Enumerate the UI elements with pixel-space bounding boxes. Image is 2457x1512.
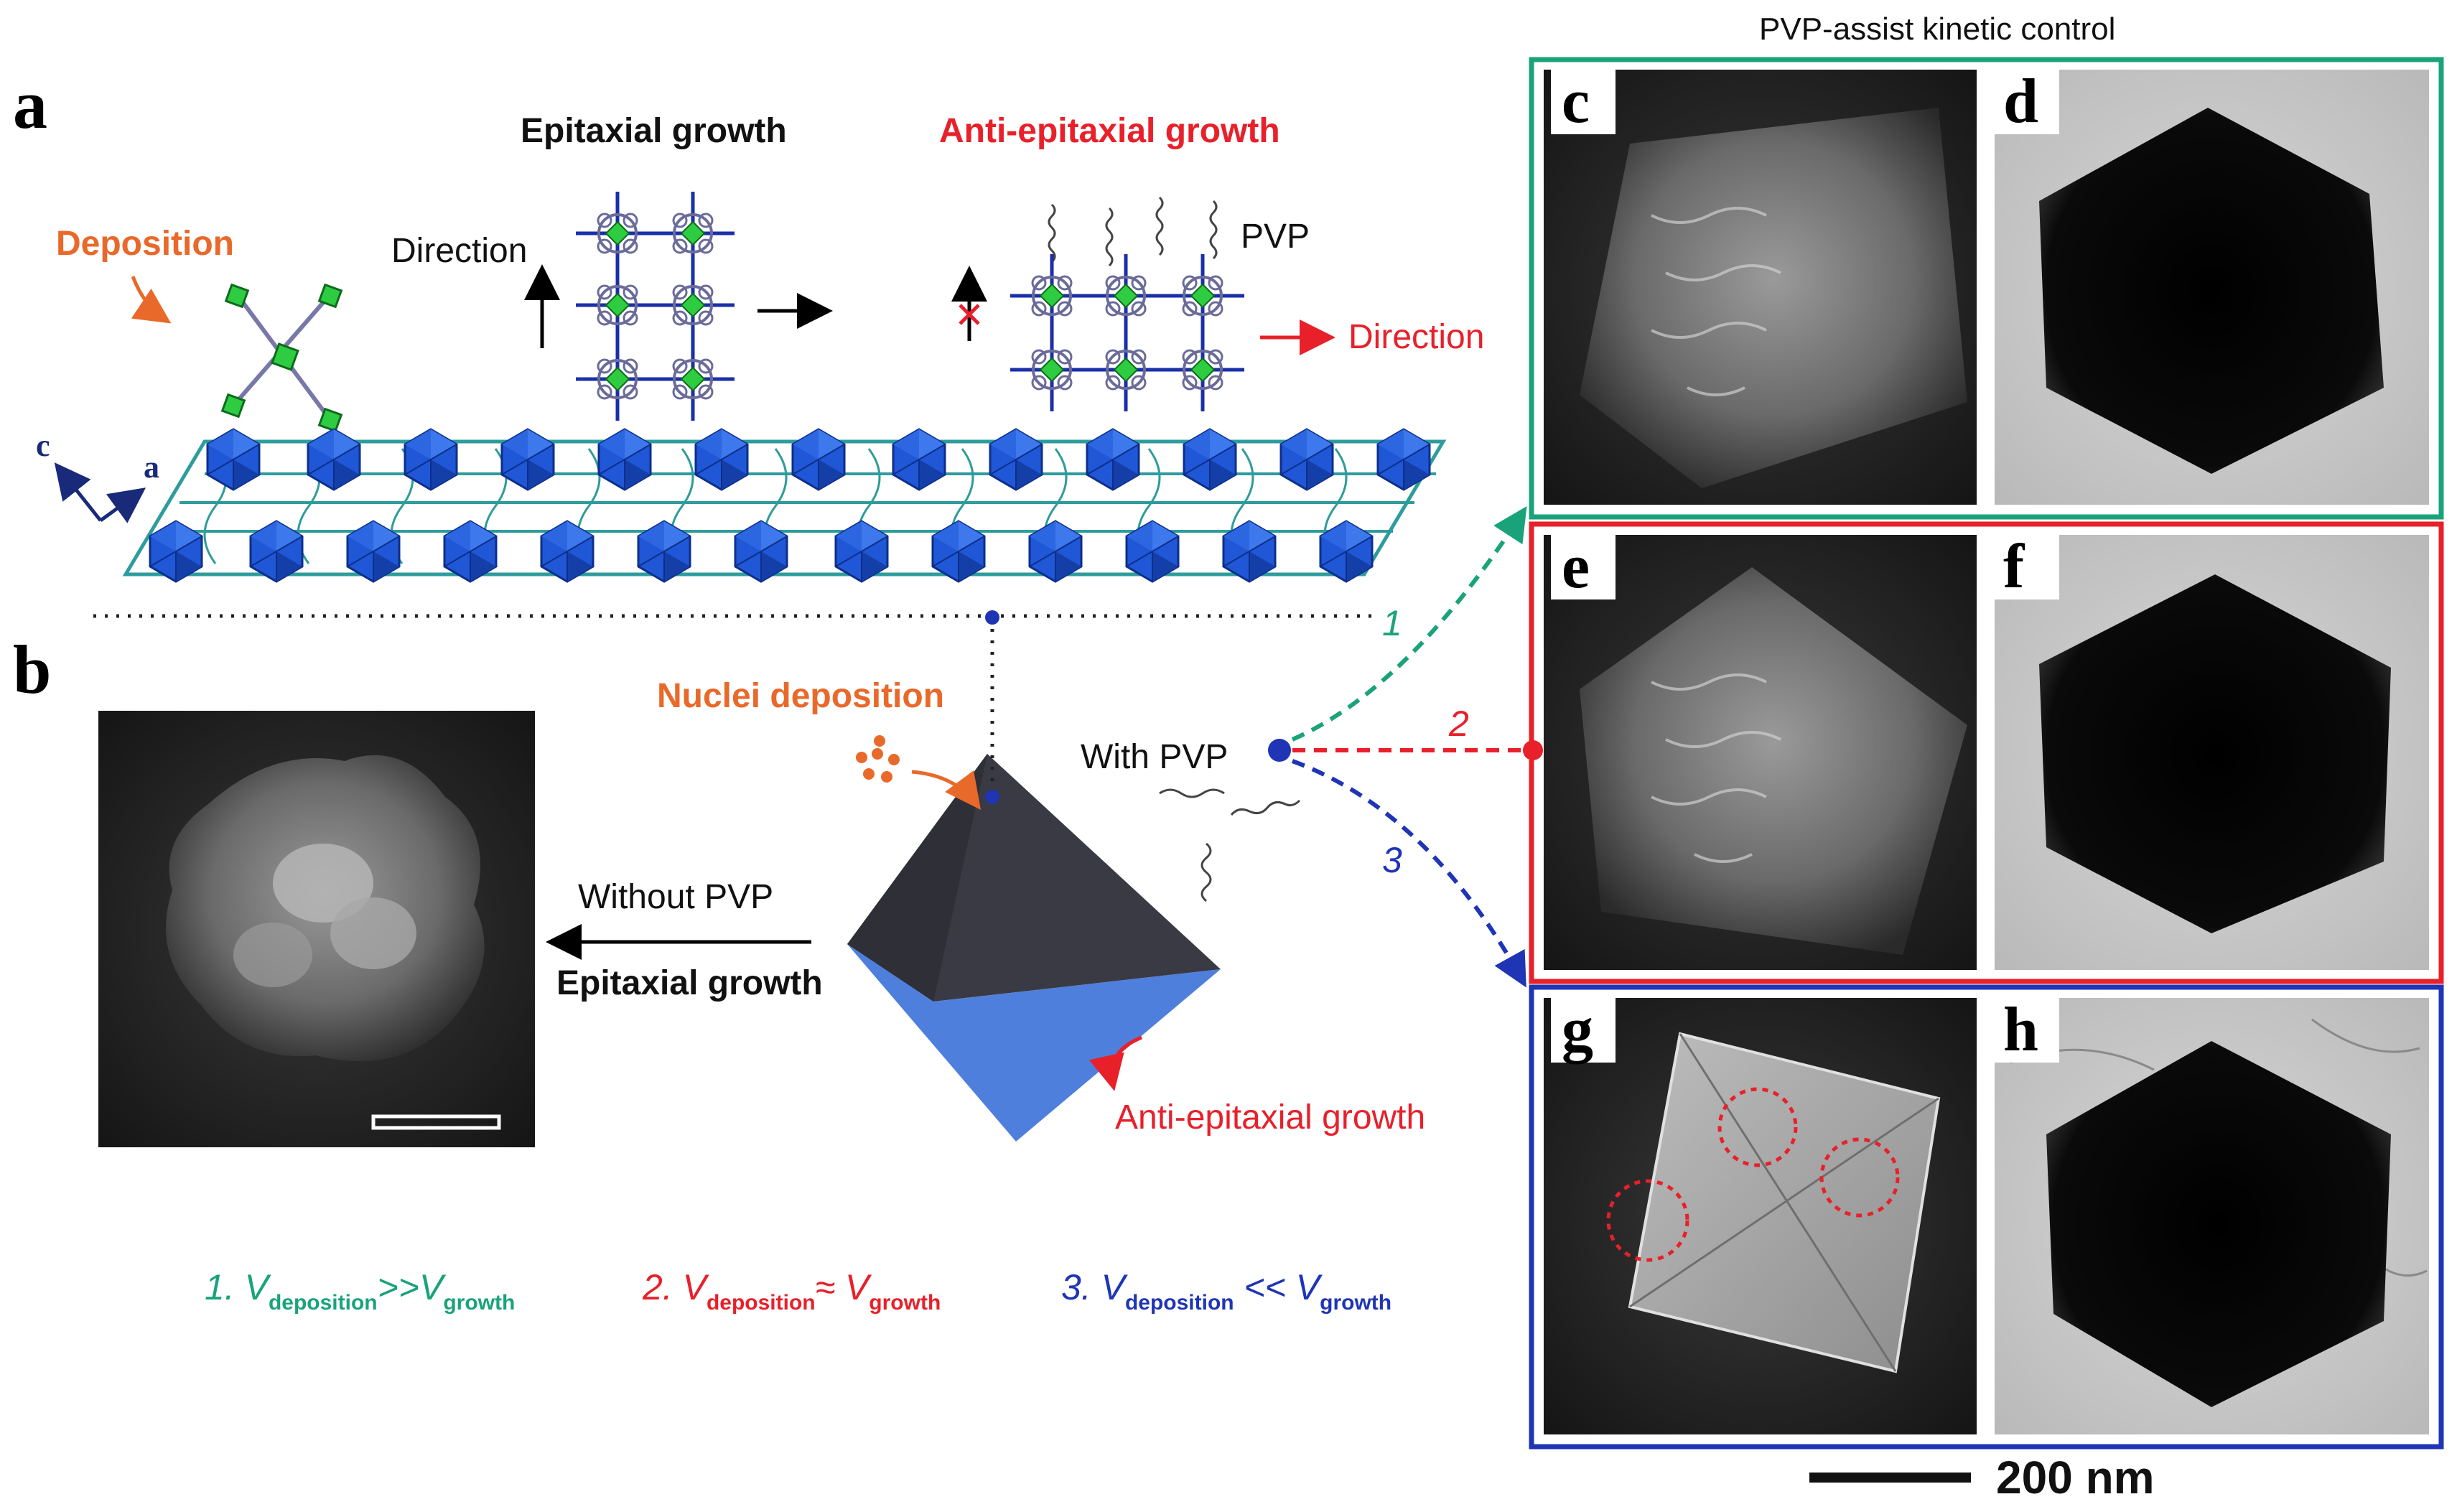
epitaxial-growth-title: Epitaxial growth <box>521 112 787 150</box>
anti-epitaxial-arrow-b <box>1088 1035 1142 1091</box>
equation-1: 1. Vdeposition>>Vgrowth <box>205 1267 515 1315</box>
without-pvp-label: Without PVP <box>578 878 773 916</box>
sem-image-c: c <box>1544 67 1977 505</box>
connector-dot-bottom <box>985 790 999 804</box>
axis-a-label: a <box>144 449 159 485</box>
panel-label-g: g <box>1562 995 1593 1065</box>
axis-c-label: c <box>36 428 50 463</box>
panel-label-a: a <box>13 66 47 143</box>
pvp-chains-top <box>1048 196 1218 267</box>
defect-circle-2 <box>1819 1137 1900 1218</box>
deposition-arrow <box>131 276 172 324</box>
pvp-assist-title: PVP-assist kinetic control <box>1759 11 2115 47</box>
deposition-label: Deposition <box>56 225 234 263</box>
pathway-2-label: 2 <box>1448 704 1469 744</box>
pathway-2-frame <box>1529 521 2444 984</box>
anti-epitaxial-node-grid <box>1010 254 1244 411</box>
panel-label-b: b <box>13 631 51 708</box>
panel-label-d: d <box>2003 67 2038 136</box>
pathway-1-frame <box>1529 57 2444 520</box>
pathway-3-arrow <box>1291 759 1526 988</box>
defect-circle-1 <box>1717 1087 1798 1167</box>
pathway-3-frame <box>1529 984 2444 1450</box>
rate-equations: 1. Vdeposition>>Vgrowth 2. Vdeposition≈ … <box>205 1267 1391 1315</box>
nuclei-arrow <box>911 770 982 810</box>
tem-image-h: h <box>1995 995 2429 1434</box>
octahedron-crystal <box>847 754 1221 1142</box>
sem-image-g: g <box>1544 995 1977 1434</box>
defect-circle-3 <box>1606 1179 1689 1262</box>
deposited-linker-molecule <box>220 283 343 433</box>
nuclei-deposition-label: Nuclei deposition <box>657 677 944 715</box>
direction-label-anti: Direction <box>1348 318 1484 356</box>
pvp-label-panel-a: PVP <box>1241 218 1310 256</box>
pvp-chains-panel-b <box>1159 788 1301 902</box>
epitaxial-growth-label-b: Epitaxial growth <box>556 964 823 1002</box>
direction-label-epitaxial: Direction <box>391 232 527 270</box>
nuclei-particles <box>856 735 900 783</box>
pathway-1-label: 1 <box>1382 603 1402 643</box>
panel-label-c: c <box>1562 67 1590 136</box>
epitaxial-node-grid <box>576 192 735 421</box>
connector-dot-top <box>985 610 999 625</box>
equation-3: 3. Vdeposition << Vgrowth <box>1061 1267 1391 1315</box>
crystal-axes: c a <box>36 428 159 523</box>
panel-label-e: e <box>1562 532 1590 602</box>
tem-image-d: d <box>1995 67 2429 505</box>
anti-epitaxial-growth-title: Anti-epitaxial growth <box>939 112 1280 150</box>
sem-image-e: e <box>1544 532 1977 970</box>
equation-2: 2. Vdeposition≈ Vgrowth <box>642 1267 941 1315</box>
sem-image-without-pvp <box>98 711 535 1147</box>
sem-scale-bar-b <box>371 1114 501 1130</box>
pathway-1-arrow <box>1291 505 1527 742</box>
panel-label-h: h <box>2003 995 2038 1065</box>
panel-label-f: f <box>2003 532 2025 602</box>
scale-bar-label: 200 nm <box>1996 1452 2155 1503</box>
with-pvp-label: With PVP <box>1081 738 1228 776</box>
mof-substrate-lattice <box>122 428 1447 583</box>
blocked-up-direction <box>951 266 987 341</box>
tem-image-f: f <box>1995 532 2429 970</box>
pvp-branch-node <box>1268 739 1291 762</box>
pathway-3-label: 3 <box>1382 840 1402 880</box>
anti-epitaxial-label-b: Anti-epitaxial growth <box>1115 1098 1425 1137</box>
